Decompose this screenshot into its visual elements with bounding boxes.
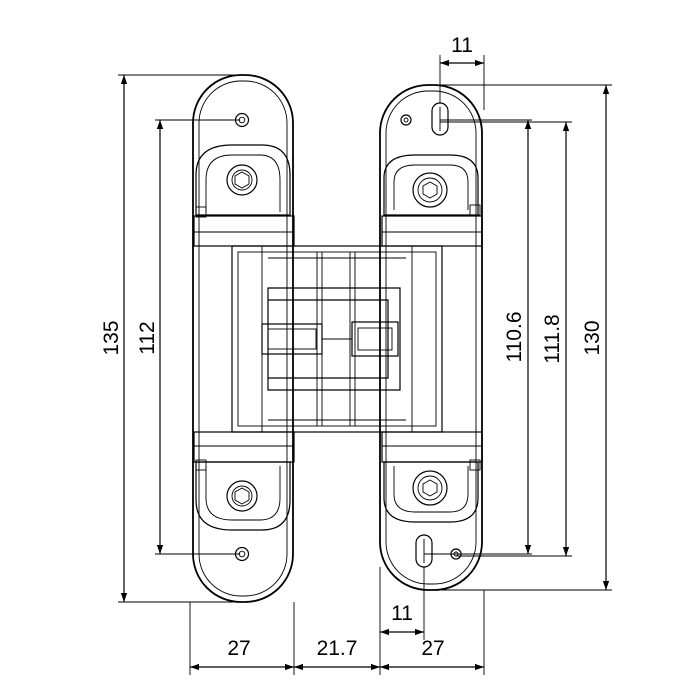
dim-top-width: 11 [451,34,473,57]
right-top-mount-hole [400,114,412,126]
right-hinge-leaf [379,84,483,591]
dim-bottom-width: 11 [391,602,413,625]
dimension-lines [120,59,610,671]
right-bottom-adjust-screw [412,470,448,506]
right-top-slot [431,102,449,136]
left-top-adjust-screw [226,164,258,196]
dim-left-overall-height: 135 [100,320,123,355]
left-hinge-leaf [192,74,295,603]
dim-left-leaf-width: 27 [227,637,250,660]
dim-right-overall-height: 130 [581,320,604,355]
dim-right-leaf-width: 27 [421,637,444,660]
right-bottom-slot [415,534,433,568]
extension-lines [118,55,612,675]
left-bottom-adjust-screw [226,480,258,512]
dim-left-hole-spacing: 112 [136,321,159,354]
hinge-central-linkage [231,245,443,433]
right-top-adjust-screw [412,172,448,208]
dimension-labels: 11 11 27 21.7 27 135 112 110.6 111.8 130 [100,34,604,660]
dim-body-width: 21.7 [317,637,358,660]
dim-right-slot-spacing: 110.6 [503,312,526,363]
dim-right-mid-height: 111.8 [541,314,564,363]
